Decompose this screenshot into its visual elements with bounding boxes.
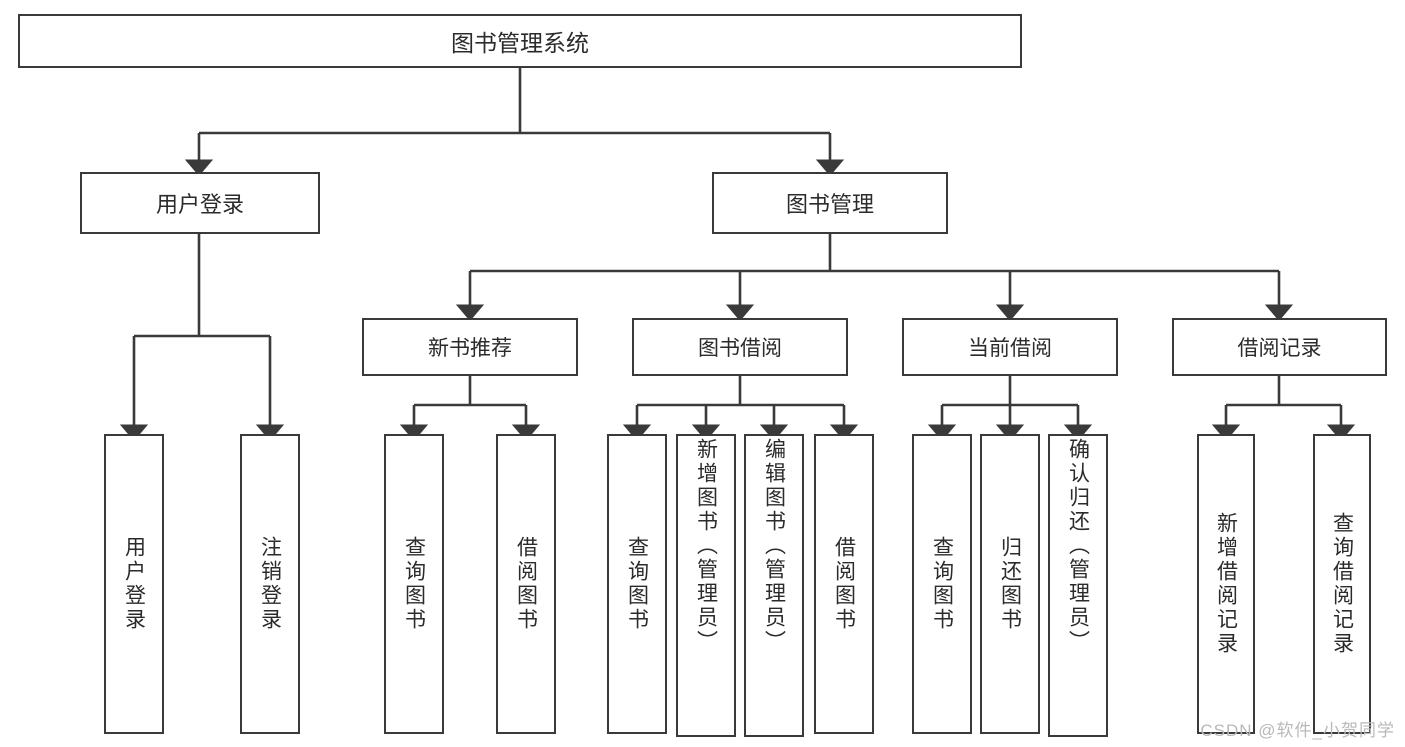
leaf-label: 归还图书 — [998, 536, 1022, 632]
leaf-query-borrow-record[interactable]: 查询借阅记录 — [1313, 434, 1371, 734]
leaf-label: 注销登录 — [258, 536, 282, 632]
leaf-label: 查询图书 — [930, 536, 954, 632]
node-label: 图书借阅 — [698, 337, 782, 360]
node-label: 图书管理 — [785, 192, 874, 217]
node-user-login[interactable]: 用户登录 — [80, 172, 320, 234]
leaf-label: 借阅图书 — [832, 536, 856, 632]
leaf-add-borrow-record[interactable]: 新增借阅记录 — [1197, 434, 1255, 734]
node-new-book-recommend[interactable]: 新书推荐 — [362, 318, 578, 376]
leaf-label: 查询图书 — [402, 536, 426, 632]
node-label: 新书推荐 — [428, 337, 512, 360]
node-book-management[interactable]: 图书管理 — [712, 172, 948, 234]
csdn-watermark: CSDN @软件_小贺同学 — [1200, 721, 1395, 740]
leaf-user-login[interactable]: 用户登录 — [104, 434, 164, 734]
leaf-label: 用户登录 — [122, 536, 146, 632]
leaf-add-book-admin[interactable]: 新增图书（管理员） — [676, 434, 736, 737]
leaf-label: 确认归还（管理员） — [1066, 438, 1090, 654]
node-label: 借阅记录 — [1237, 337, 1322, 360]
leaf-label: 新增图书（管理员） — [694, 438, 718, 654]
leaf-label: 新增借阅记录 — [1214, 512, 1238, 656]
node-label: 当前借阅 — [968, 337, 1052, 360]
leaf-borrow-book-recommend[interactable]: 借阅图书 — [496, 434, 556, 734]
leaf-label: 查询图书 — [625, 536, 649, 632]
leaf-query-book-recommend[interactable]: 查询图书 — [384, 434, 444, 734]
node-current-borrow[interactable]: 当前借阅 — [902, 318, 1118, 376]
leaf-edit-book-admin[interactable]: 编辑图书（管理员） — [744, 434, 804, 737]
leaf-return-book[interactable]: 归还图书 — [980, 434, 1040, 734]
node-book-borrow[interactable]: 图书借阅 — [632, 318, 848, 376]
node-label: 图书管理系统 — [451, 30, 589, 56]
leaf-label: 查询借阅记录 — [1330, 512, 1354, 656]
leaf-label: 编辑图书（管理员） — [762, 438, 786, 654]
leaf-query-book-current[interactable]: 查询图书 — [912, 434, 972, 734]
node-root-system[interactable]: 图书管理系统 — [18, 14, 1022, 68]
leaf-user-logout[interactable]: 注销登录 — [240, 434, 300, 734]
leaf-query-book-borrow[interactable]: 查询图书 — [607, 434, 667, 734]
node-borrow-record[interactable]: 借阅记录 — [1172, 318, 1387, 376]
leaf-label: 借阅图书 — [514, 536, 538, 632]
leaf-borrow-book[interactable]: 借阅图书 — [814, 434, 874, 734]
leaf-confirm-return-admin[interactable]: 确认归还（管理员） — [1048, 434, 1108, 737]
node-label: 用户登录 — [155, 192, 244, 217]
